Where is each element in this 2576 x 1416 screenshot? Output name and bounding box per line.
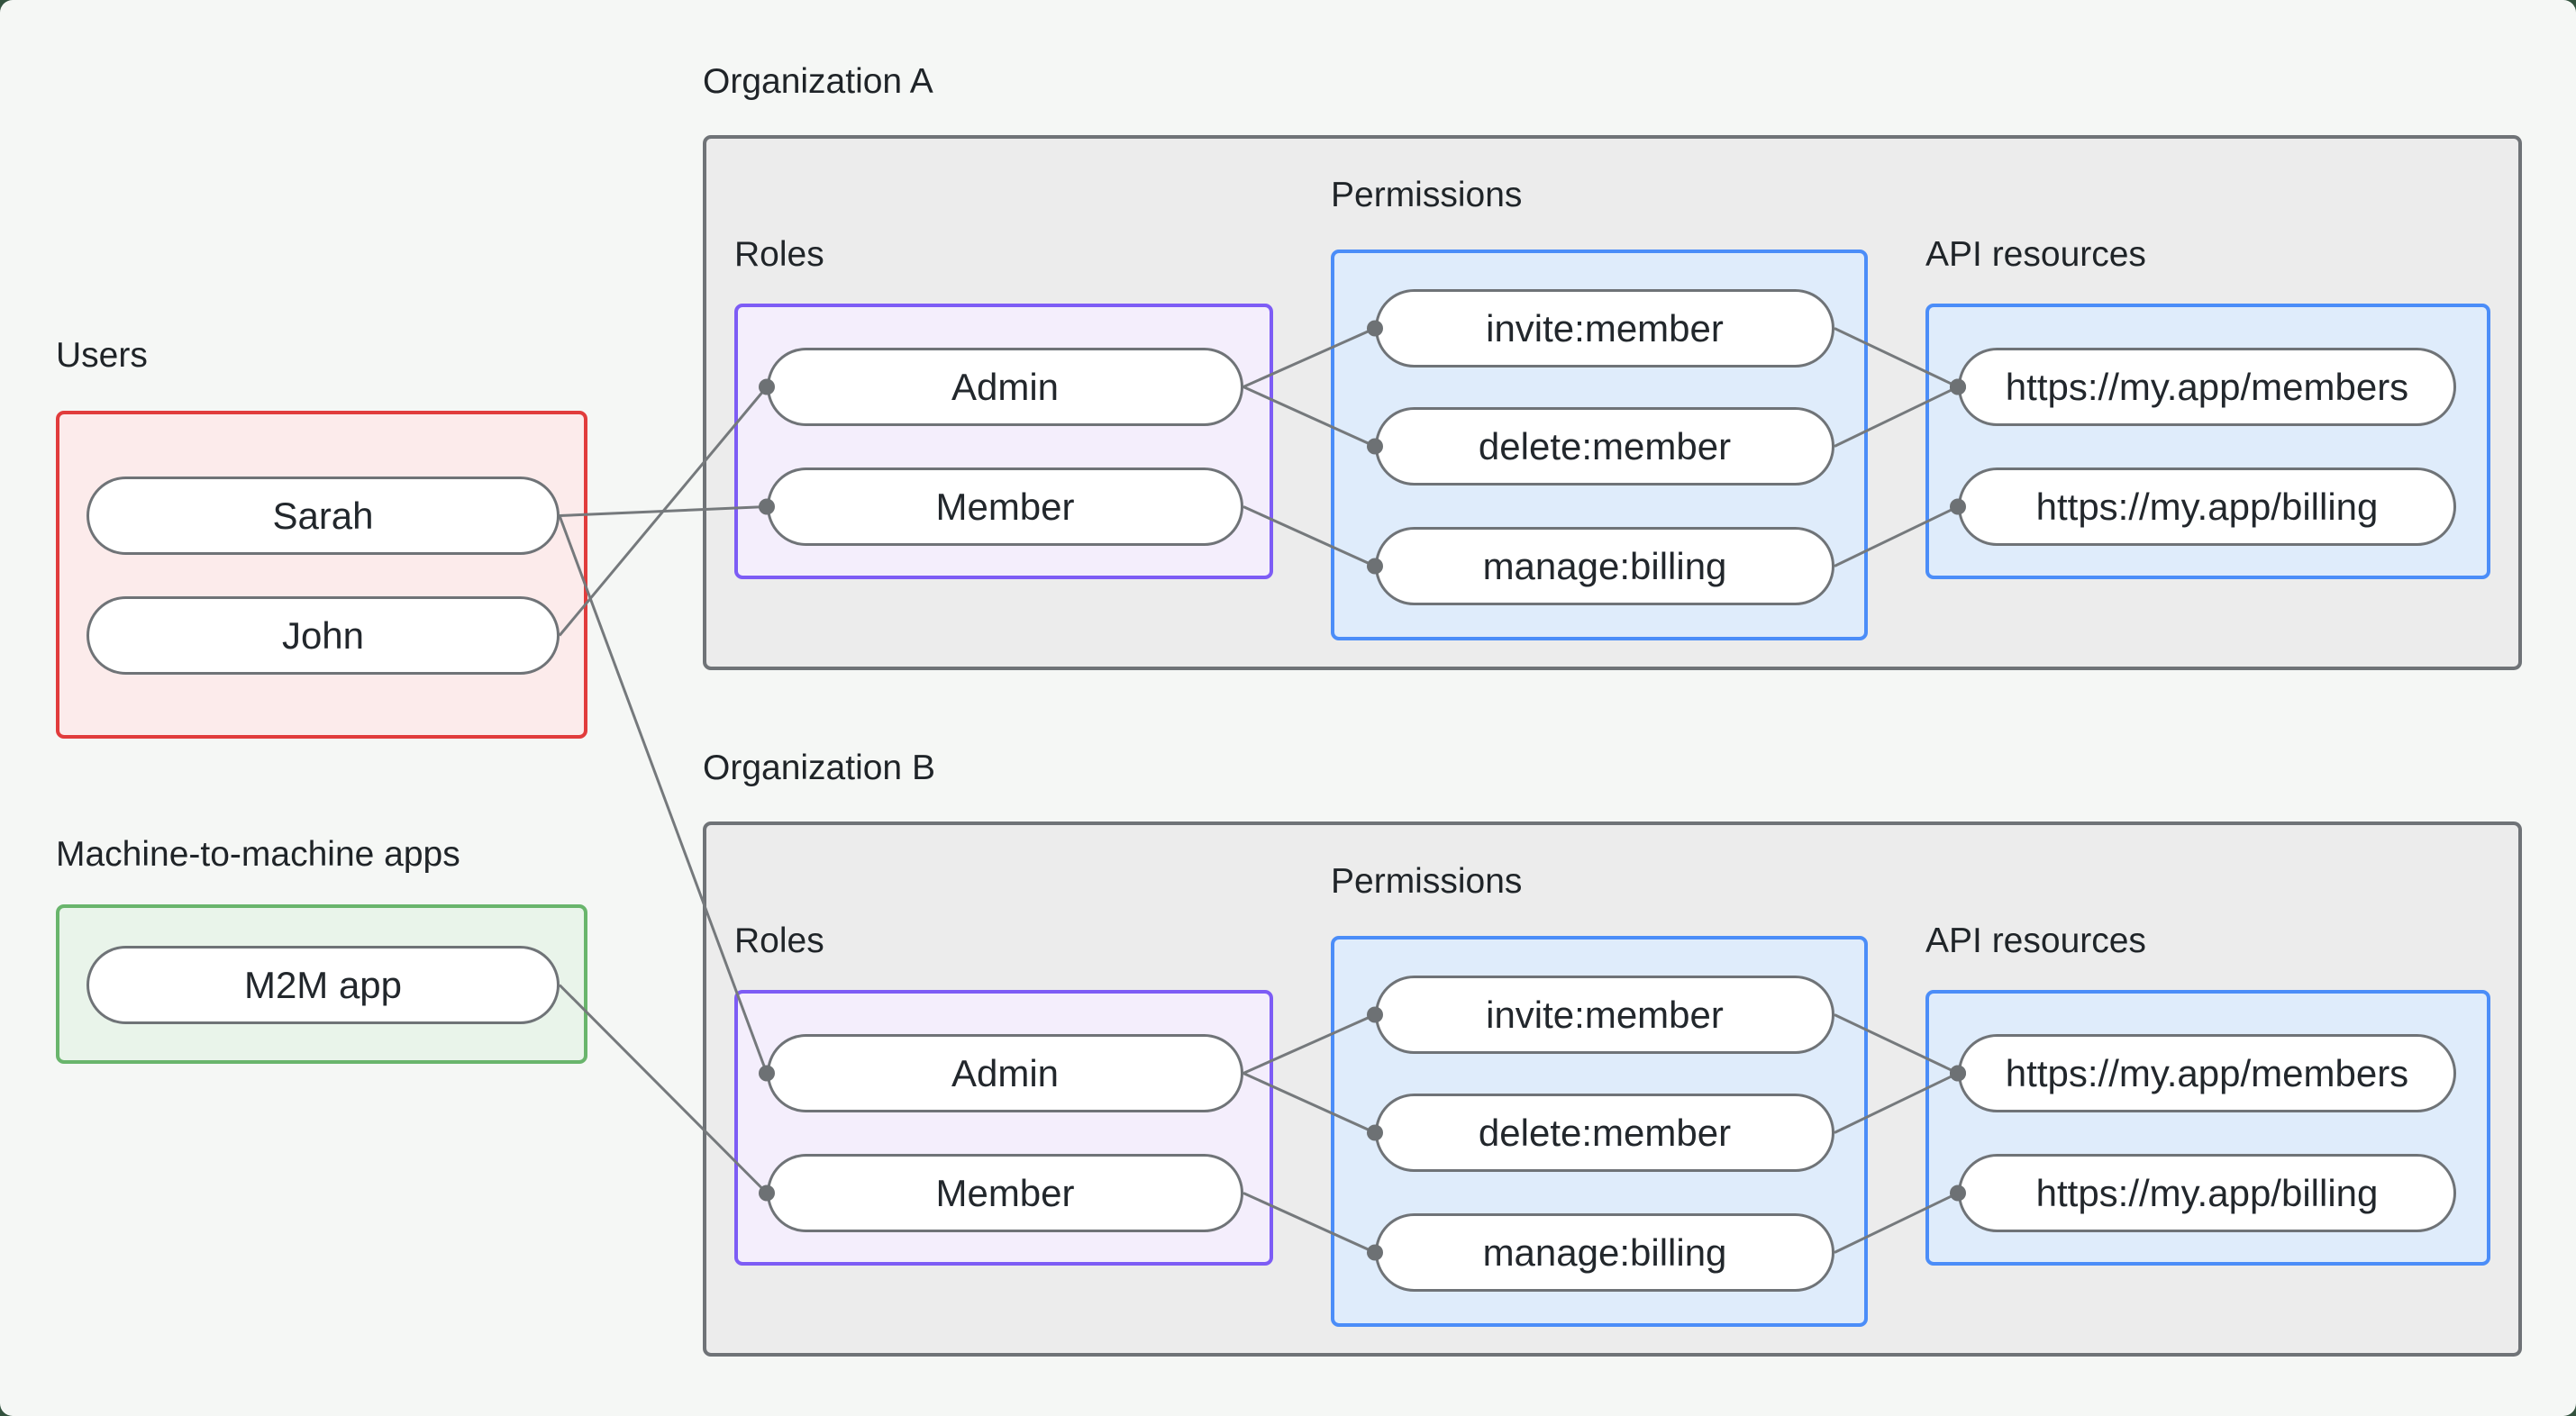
node-delete-a: delete:member [1375, 407, 1834, 486]
roles-label-org-b: Roles [734, 921, 824, 960]
node-billing-b: https://my.app/billing [1958, 1154, 2456, 1232]
api-resources-label-org-b: API resources [1925, 921, 2146, 960]
node-member-a: Member [767, 467, 1243, 546]
users-box [56, 411, 587, 739]
permissions-label-org-b: Permissions [1331, 862, 1523, 901]
node-invite-a: invite:member [1375, 289, 1834, 368]
node-manage-b: manage:billing [1375, 1213, 1834, 1292]
node-sarah: Sarah [86, 477, 560, 555]
node-m2m-app: M2M app [86, 946, 560, 1024]
api-resources-label-org-a: API resources [1925, 235, 2146, 274]
node-member-b: Member [767, 1154, 1243, 1232]
organization-a-label: Organization A [703, 62, 933, 101]
node-invite-b: invite:member [1375, 976, 1834, 1054]
permissions-label-org-a: Permissions [1331, 176, 1523, 214]
node-delete-b: delete:member [1375, 1094, 1834, 1172]
node-john: John [86, 596, 560, 675]
roles-label-org-a: Roles [734, 235, 824, 274]
node-members-a: https://my.app/members [1958, 348, 2456, 426]
node-admin-a: Admin [767, 348, 1243, 426]
m2m-apps-label: Machine-to-machine apps [56, 835, 460, 874]
node-admin-b: Admin [767, 1034, 1243, 1112]
organization-b-label: Organization B [703, 749, 935, 787]
node-billing-a: https://my.app/billing [1958, 467, 2456, 546]
node-members-b: https://my.app/members [1958, 1034, 2456, 1112]
node-manage-a: manage:billing [1375, 527, 1834, 605]
users-label: Users [56, 336, 148, 375]
